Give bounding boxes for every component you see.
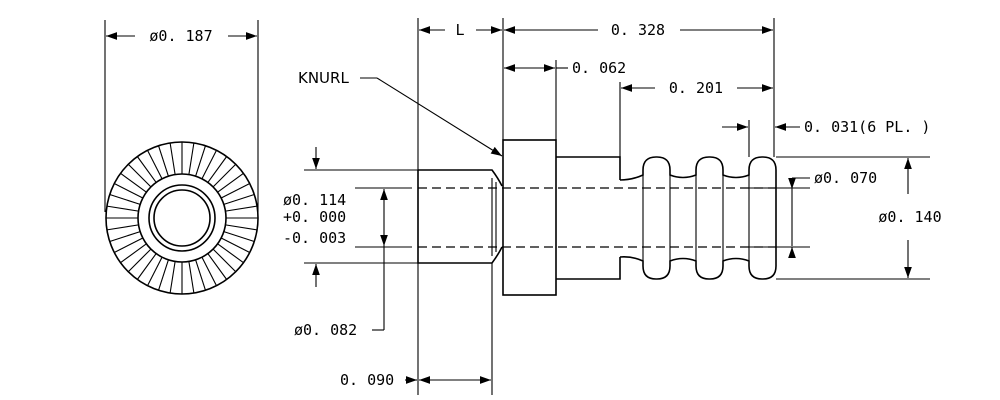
knurl-tooth (120, 172, 147, 193)
knurl-tooth (220, 237, 250, 253)
end-view: ø0. 187 (104, 20, 259, 295)
knurl-tooth (225, 224, 258, 231)
shank-tolerance-plus: +0. 000 (283, 208, 346, 226)
knurl-tooth (223, 193, 255, 205)
bore-diameter-dimension: ø0. 082 (294, 321, 357, 339)
knurl-tooth (201, 256, 217, 286)
end-view-bore-circle (153, 189, 211, 247)
knurl-tooth (201, 150, 217, 180)
knurl-tooth (157, 259, 169, 291)
knurl-tooth (188, 142, 195, 175)
knurl-tooth (136, 253, 157, 280)
shank-length-dimension: 0. 090 (340, 371, 394, 389)
collar-width-dimension: 0. 062 (572, 59, 626, 77)
knurl-tooth (195, 145, 207, 177)
knurl-tooth (225, 205, 258, 212)
knurl-collar (502, 139, 557, 296)
knurl-tooth (127, 163, 152, 188)
knurl-tooth (195, 259, 207, 291)
knurl-teeth (106, 142, 258, 294)
knurl-tooth (106, 224, 139, 231)
knurl-tooth (169, 261, 176, 294)
knurl-tooth (169, 142, 176, 175)
knurl-tooth (106, 205, 139, 212)
shank-diameter-dimension: ø0. 114 (283, 191, 346, 209)
knurl-tooth (217, 243, 244, 264)
knurl-tooth (147, 256, 163, 286)
knurl-label: KNURL (298, 69, 349, 87)
knurl-tooth (212, 248, 237, 273)
knurl-tooth (157, 145, 169, 177)
knurl-tooth (114, 237, 144, 253)
overall-length-dimension: 0. 328 (611, 21, 665, 39)
knurl-tooth (109, 231, 141, 243)
shank-tolerance-minus: -0. 003 (283, 229, 346, 247)
knurl-tooth (147, 150, 163, 180)
knurl-tooth (127, 248, 152, 273)
knurl-tooth (188, 261, 195, 294)
knurl-tooth (212, 163, 237, 188)
knurl-tooth (109, 193, 141, 205)
side-view: L 0. 328 0. 062 0. 201 0. 031(6 PL. ) ø0… (283, 18, 942, 395)
groove-diameter-dimension: ø0. 070 (814, 169, 877, 187)
body-outline (556, 156, 621, 280)
grooved-section (619, 156, 777, 280)
knurl-tooth (136, 156, 157, 183)
knurl-tooth (223, 231, 255, 243)
groove-pitch-dimension: 0. 031(6 PL. ) (804, 118, 930, 136)
shank-outline (417, 169, 503, 264)
knurl-tooth (120, 243, 147, 264)
knurl-tooth (207, 156, 228, 183)
knurl-tooth (217, 172, 244, 193)
knurl-tooth (114, 183, 144, 199)
knurl-tooth (207, 253, 228, 280)
grooved-length-dimension: 0. 201 (669, 79, 723, 97)
body-diameter-dimension: ø0. 140 (878, 208, 941, 226)
knurl-tooth (220, 183, 250, 199)
length-l-dimension: L (455, 21, 464, 39)
end-diameter-dimension: ø0. 187 (149, 27, 212, 45)
